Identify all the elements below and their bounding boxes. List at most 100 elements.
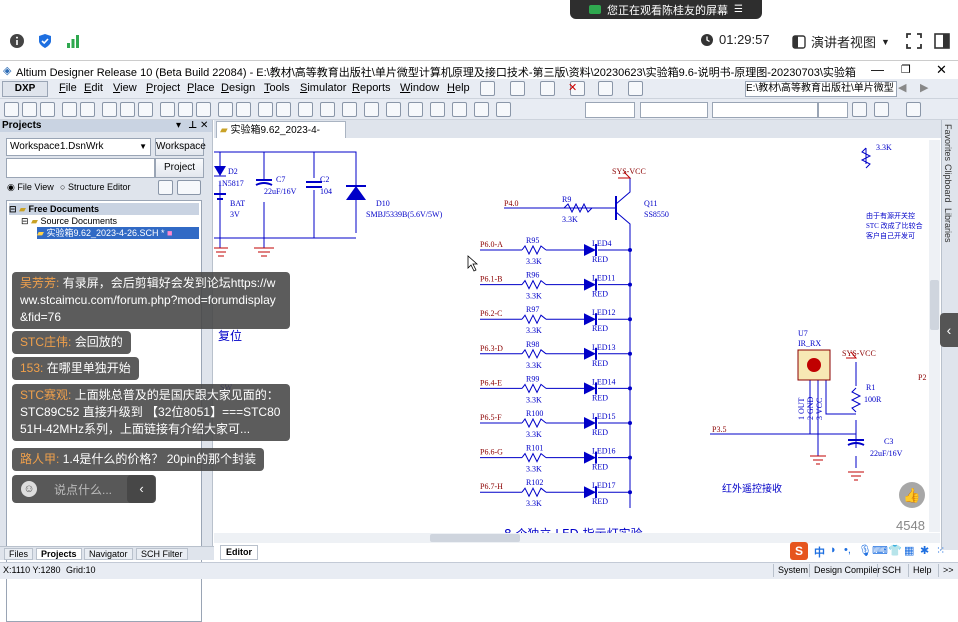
save-icon[interactable]: [40, 102, 55, 117]
menu-help[interactable]: Help: [447, 82, 470, 94]
sogou-ime-icon[interactable]: S: [790, 542, 808, 560]
dxp-menu[interactable]: DXP: [2, 81, 48, 97]
align-left-icon[interactable]: [852, 102, 867, 117]
project-button[interactable]: Project: [155, 158, 204, 178]
back-icon[interactable]: ◀: [898, 82, 907, 94]
grid-tool-icon[interactable]: [628, 81, 643, 96]
power-port-icon[interactable]: [540, 81, 555, 96]
shield-icon[interactable]: [37, 33, 53, 49]
no-erc-icon[interactable]: ✕: [568, 82, 578, 94]
toolbox-icon[interactable]: ▦: [904, 545, 915, 557]
menu-file[interactable]: File: [59, 82, 77, 94]
print-preview-icon[interactable]: [80, 102, 95, 117]
toolbar-combo-2[interactable]: [640, 102, 708, 118]
menu-project[interactable]: Project: [146, 82, 181, 94]
restore-icon[interactable]: ❐: [901, 64, 911, 76]
distribute-icon[interactable]: [906, 102, 921, 117]
cut-icon[interactable]: [160, 102, 175, 117]
part-tool-icon[interactable]: [570, 81, 585, 96]
punctuation-icon[interactable]: •,: [844, 544, 851, 556]
minimize-icon[interactable]: —: [871, 62, 884, 77]
status-help-button[interactable]: Help: [908, 564, 936, 577]
vcc-port-icon[interactable]: [364, 102, 379, 117]
panel-menu-icon[interactable]: ▾: [176, 120, 182, 131]
document-path-combo[interactable]: E:\教材\高等教育出版社\单片微型 ▾: [745, 81, 897, 97]
like-button[interactable]: 👍: [899, 482, 925, 508]
component-icon[interactable]: [408, 102, 423, 117]
project-search-input[interactable]: [6, 158, 155, 178]
tree-node-source-documents[interactable]: ⊟ ▰ Source Documents: [21, 216, 118, 226]
menu-edit[interactable]: Edit: [84, 82, 103, 94]
folder-options-icon[interactable]: [177, 180, 201, 195]
menu-design[interactable]: Design: [221, 82, 256, 94]
status-design-compiler-button[interactable]: Design Compiler: [809, 564, 885, 577]
menu-simulator[interactable]: Simulator: [300, 82, 347, 94]
structure-editor-radio[interactable]: ○ Structure Editor: [60, 182, 131, 192]
menu-window[interactable]: Window: [400, 82, 440, 94]
gnd-port-icon[interactable]: [386, 102, 401, 117]
move-icon[interactable]: [236, 102, 251, 117]
document-tab[interactable]: ▰ 实验箱9.62_2023-4-26.SCH *: [216, 121, 346, 153]
net-color-icon[interactable]: [320, 102, 335, 117]
horizontal-scroll-thumb[interactable]: [430, 534, 520, 542]
menu-tools[interactable]: Tools: [264, 82, 290, 94]
close-icon[interactable]: ✕: [936, 62, 947, 77]
bus-tool-icon[interactable]: [510, 81, 525, 96]
grid-icon[interactable]: ⁙: [936, 545, 946, 557]
print-icon[interactable]: [62, 102, 77, 117]
vertical-scroll-thumb[interactable]: [930, 280, 939, 330]
sidebar-toggle-icon[interactable]: [934, 33, 950, 49]
tab-libraries[interactable]: Libraries: [943, 208, 953, 243]
pin-icon[interactable]: ⊥: [188, 120, 198, 131]
microphone-icon[interactable]: 🎙: [858, 545, 872, 557]
workspace-button[interactable]: Workspace: [155, 138, 206, 156]
pin-icon[interactable]: [474, 102, 489, 117]
fullscreen-icon[interactable]: [906, 33, 922, 49]
horizontal-scrollbar[interactable]: [214, 533, 940, 543]
status-system-button[interactable]: System: [773, 564, 812, 577]
browse-icon[interactable]: [342, 102, 357, 117]
tab-projects[interactable]: Projects: [36, 548, 82, 560]
undo-icon[interactable]: [258, 102, 273, 117]
vertical-scrollbar[interactable]: [929, 140, 940, 532]
text-icon[interactable]: [496, 102, 511, 117]
panel-close-icon[interactable]: ✕: [200, 120, 209, 131]
tab-navigator[interactable]: Navigator: [84, 548, 133, 560]
expand-panel-button[interactable]: ‹: [940, 313, 958, 347]
menu-view[interactable]: View: [113, 82, 137, 94]
forward-icon[interactable]: ▶: [920, 82, 929, 94]
skin-icon[interactable]: 👕: [888, 545, 902, 557]
signal-icon[interactable]: [65, 33, 81, 49]
editor-tab[interactable]: Editor: [220, 545, 258, 560]
tree-node-schematic[interactable]: ▰ 实验箱9.62_2023-4-26.SCH * ■: [37, 227, 199, 239]
copy-icon[interactable]: [178, 102, 193, 117]
tab-clipboard[interactable]: Clipboard: [943, 164, 953, 203]
new-icon[interactable]: [4, 102, 19, 117]
menu-reports[interactable]: Reports: [352, 82, 391, 94]
zoom-selected-icon[interactable]: [138, 102, 153, 117]
share-notice-banner[interactable]: 您正在观看陈桂友的屏幕 ☰: [570, 0, 762, 19]
port-icon[interactable]: [452, 102, 467, 117]
workspace-select[interactable]: Workspace1.DsnWrk ▼: [6, 138, 151, 156]
paste-icon[interactable]: [196, 102, 211, 117]
menu-place[interactable]: Place: [187, 82, 215, 94]
tab-sch-filter[interactable]: SCH Filter: [136, 548, 188, 560]
toolbar-combo-3[interactable]: [712, 102, 818, 118]
wire-tool-icon[interactable]: [480, 81, 495, 96]
chat-collapse-button[interactable]: ‹: [127, 475, 156, 503]
tab-files[interactable]: Files: [4, 548, 34, 560]
toolbar-combo-4[interactable]: [818, 102, 848, 118]
tree-node-free-documents[interactable]: ⊟ ▰ Free Documents: [9, 203, 199, 215]
info-icon[interactable]: [9, 33, 25, 49]
sheet-symbol-icon[interactable]: [430, 102, 445, 117]
hierarchy-icon[interactable]: [298, 102, 313, 117]
open-icon[interactable]: [22, 102, 37, 117]
zoom-fit-icon[interactable]: [102, 102, 117, 117]
toolbar-combo-1[interactable]: [585, 102, 635, 118]
chinese-mode-icon[interactable]: 中: [814, 547, 825, 559]
keyboard-icon[interactable]: ⌨: [872, 545, 888, 557]
status-sch-button[interactable]: SCH: [877, 564, 905, 577]
tab-favorites[interactable]: Favorites: [943, 124, 953, 162]
presenter-view-button[interactable]: 演讲者视图 ▼: [792, 32, 890, 51]
